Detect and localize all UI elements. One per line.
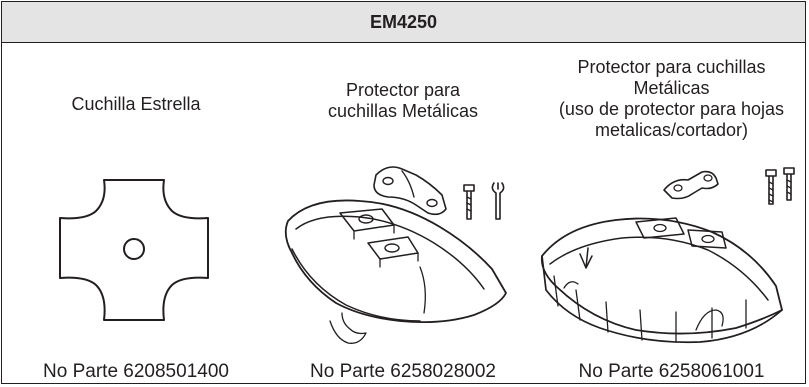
model-title: EM4250 bbox=[369, 11, 438, 32]
model-header: EM4250 bbox=[2, 2, 805, 43]
blade-guard-cutter-icon bbox=[540, 167, 795, 344]
part-cell-star-blade: Cuchilla Estrella No Parte 6208501400 bbox=[2, 42, 270, 385]
part-number: No Parte 6208501400 bbox=[43, 361, 229, 382]
part-cell-blade-guard-cutter: Protector para cuchillas Metálicas (uso … bbox=[536, 42, 807, 385]
part-caption: Protector para cuchillas Metálicas bbox=[327, 80, 479, 121]
star-blade-icon bbox=[59, 179, 209, 321]
part-number: No Parte 6258061001 bbox=[578, 361, 765, 382]
part-cell-metal-blade-guard: Protector para cuchillas Metálicas bbox=[270, 42, 536, 385]
metal-blade-guard-icon bbox=[284, 166, 507, 344]
part-number: No Parte 6258028002 bbox=[310, 361, 496, 382]
part-caption: Protector para cuchillas Metálicas (uso … bbox=[558, 57, 785, 140]
part-caption: Cuchilla Estrella bbox=[71, 94, 201, 114]
